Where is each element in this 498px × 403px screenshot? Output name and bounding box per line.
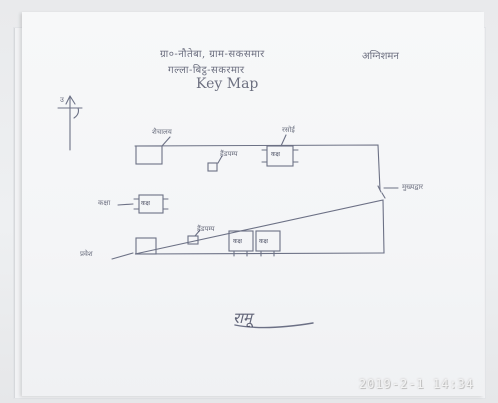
room-top-right (266, 145, 294, 167)
compass-label: उ (60, 96, 64, 104)
title-line-1: ग्रा०-नौतेबा, ग्राम-सकसमार (160, 49, 265, 60)
photo-timestamp: 2019-2-1 14:34 (358, 377, 474, 391)
room-label-left: कक्ष (141, 200, 150, 207)
label-top-right: रसोई (282, 126, 295, 134)
title-line-2: गल्ला-बिट्ठ-सकरमार (168, 65, 245, 76)
building-outline (134, 144, 385, 255)
label-marker-1: हैंडपम्प (220, 150, 238, 158)
label-marker-2: हैंडपम्प (197, 225, 215, 233)
paper-sheet (22, 12, 484, 396)
room-label-top-right: कक्ष (271, 151, 280, 158)
room-top-left (135, 145, 163, 165)
key-map-title: Key Map (196, 76, 259, 92)
room-left (138, 194, 164, 214)
label-top-left: शैचालय (152, 128, 172, 136)
label-right: मुख्यद्वार (402, 183, 424, 191)
marker-square-1 (207, 162, 218, 172)
room-bottom-2 (255, 230, 281, 252)
room-bottom-left (135, 237, 157, 255)
room-label-bottom-1: कक्ष (233, 238, 242, 245)
signature: रामू (233, 309, 252, 327)
room-label-bottom-2: कक्ष (259, 238, 268, 245)
title-tag: अग्निशमन (362, 51, 399, 62)
room-bottom-1 (228, 230, 254, 252)
label-bottom-left: प्रवेश (80, 250, 93, 258)
compass-icon (57, 95, 83, 151)
label-left: कक्षा (98, 199, 111, 207)
marker-square-2 (187, 235, 199, 245)
